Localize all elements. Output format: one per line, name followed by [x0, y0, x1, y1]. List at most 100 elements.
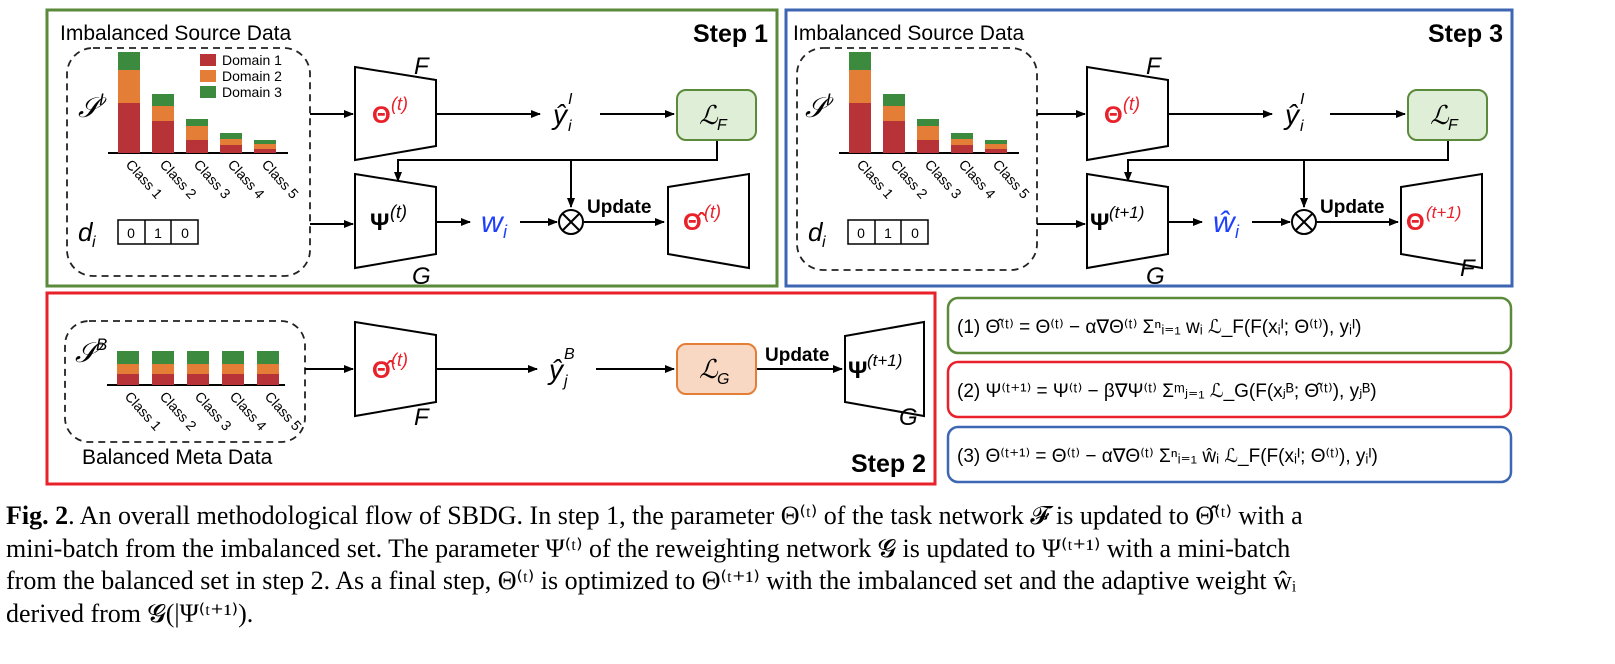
- step2-updated-reweight-network: [844, 320, 925, 418]
- step1-bar-class4-domain2: [220, 139, 242, 145]
- svg-text:(t): (t): [391, 350, 408, 370]
- step2-title: Step 2: [851, 450, 926, 478]
- step3-prediction: ŷ i I: [1283, 91, 1305, 135]
- svg-text:I: I: [826, 90, 831, 109]
- svg-text:Ψ: Ψ: [370, 209, 389, 236]
- svg-text:B: B: [564, 346, 575, 363]
- step3-bar-class5-domain3: [985, 140, 1007, 144]
- step1-bar-class4-domain1: [220, 145, 242, 153]
- equation-1: (1) Θ̂⁽ᵗ⁾ = Θ⁽ᵗ⁾ − α∇Θ⁽ᵗ⁾ Σⁿᵢ₌₁ wᵢ ℒ_F(F…: [957, 317, 1362, 338]
- legend-swatch-domain3: [200, 86, 216, 98]
- step1-bar-class3-domain3: [186, 119, 208, 126]
- step3-onehot: 0 1 0: [847, 219, 929, 245]
- svg-text:Θ̂: Θ̂: [372, 357, 396, 384]
- step3-reweight-net-label: G: [1146, 263, 1165, 290]
- step3-class-label-1: Class 1: [854, 156, 897, 202]
- step3-weight: ŵ i: [1213, 206, 1240, 242]
- legend-domain1: Domain 1: [222, 52, 282, 68]
- step1-bar-class5-domain1: [254, 149, 276, 153]
- step3-bar-class3-domain1: [917, 140, 939, 153]
- step3-class-label-3: Class 3: [922, 156, 965, 202]
- step1-loss-box: [676, 89, 757, 141]
- svg-text:G: G: [717, 371, 729, 388]
- step3-bar-class2-domain2: [883, 106, 905, 121]
- step2-bar-class2-domain3: [152, 351, 174, 364]
- methodology-diagram: Step 1 Imbalanced Source Data 𝒮 I Class …: [45, 8, 1514, 486]
- step2-theta-hat: Θ̂ (t): [372, 350, 408, 384]
- step3-title: Step 3: [1428, 20, 1503, 48]
- svg-text:ℒ: ℒ: [699, 354, 719, 384]
- legend-swatch-domain1: [200, 54, 216, 66]
- step2-class-label-5: Class 5: [262, 388, 305, 434]
- step2-set-symbol: 𝒮 B: [75, 335, 107, 368]
- step2-task-net-label: F: [414, 404, 430, 431]
- svg-text:ŵ: ŵ: [1213, 206, 1237, 239]
- step2-bar-class3-domain2: [187, 364, 209, 374]
- step2-class-label-2: Class 2: [157, 388, 200, 434]
- svg-text:F: F: [717, 117, 728, 134]
- step2-reweight-net-label: G: [899, 404, 918, 431]
- step2-data-box: [64, 320, 306, 443]
- step1-class-label-3: Class 3: [191, 156, 234, 202]
- step3-domain-label: d i: [808, 217, 826, 251]
- step1-update-label: Update: [587, 197, 651, 218]
- svg-text:Θ̂: Θ̂: [683, 209, 707, 236]
- step3-class-label-5: Class 5: [990, 156, 1033, 202]
- svg-text:i: i: [822, 234, 826, 251]
- legend-swatch-domain2: [200, 70, 216, 82]
- equation-1-box: [946, 296, 1513, 355]
- step2-panel: Step 2 Balanced Meta Data 𝒮 B Class 1Cla…: [45, 291, 937, 486]
- svg-text:(t): (t): [704, 202, 721, 222]
- step3-loss-box: [1407, 89, 1488, 141]
- step2-bar-class1-domain2: [117, 364, 139, 374]
- step1-bar-class4-domain3: [220, 133, 242, 139]
- step1-bar-class3-domain2: [186, 126, 208, 140]
- step2-bar-class3-domain3: [187, 351, 209, 364]
- step1-multiply-icon: [558, 209, 584, 235]
- step1-bar-class2-domain1: [152, 121, 174, 153]
- svg-text:(t+1): (t+1): [867, 351, 902, 370]
- step3-theta: Θ (t): [1104, 94, 1140, 129]
- svg-text:ŷ: ŷ: [547, 354, 565, 385]
- step2-update-label: Update: [765, 345, 829, 366]
- svg-text:(t+1): (t+1): [1426, 203, 1461, 222]
- equation-3: (3) Θ⁽ᵗ⁺¹⁾ = Θ⁽ᵗ⁾ − α∇Θ⁽ᵗ⁾ Σⁿᵢ₌₁ ŵᵢ ℒ_F(…: [957, 446, 1378, 467]
- svg-text:i: i: [503, 222, 508, 242]
- svg-text:Θ: Θ: [372, 102, 391, 129]
- step3-bar-class1-domain3: [849, 52, 871, 70]
- svg-text:(t): (t): [390, 202, 407, 222]
- svg-text:1: 1: [884, 225, 892, 241]
- step2-bar-class5-domain3: [257, 351, 279, 364]
- step2-bar-class2-domain2: [152, 364, 174, 374]
- svg-text:I: I: [568, 91, 573, 108]
- step1-updated-task-network: [667, 172, 750, 270]
- step1-task-net-label: F: [414, 53, 430, 80]
- svg-text:Θ: Θ: [1104, 102, 1123, 129]
- step1-reweight-net-label: G: [412, 263, 431, 290]
- step1-bar-class5-domain3: [254, 140, 276, 144]
- svg-text:0: 0: [857, 225, 865, 241]
- equation-2-box: [946, 360, 1513, 419]
- legend-domain2: Domain 2: [222, 68, 282, 84]
- step1-bar-class1-domain1: [118, 103, 140, 153]
- step1-loss: ℒ F: [699, 100, 728, 134]
- caption-line-1: Fig. 2. An overall methodological flow o…: [6, 501, 1303, 530]
- step2-bar-class5-domain1: [257, 374, 279, 385]
- equations-panel: (1) Θ̂⁽ᵗ⁾ = Θ⁽ᵗ⁾ − α∇Θ⁽ᵗ⁾ Σⁿᵢ₌₁ wᵢ ℒ_F(F…: [946, 296, 1513, 484]
- step3-bar-class1-domain2: [849, 70, 871, 103]
- step1-bar-class5-domain2: [254, 144, 276, 149]
- svg-text:i: i: [568, 118, 572, 135]
- svg-text:i: i: [92, 234, 96, 251]
- svg-text:Ψ: Ψ: [1090, 209, 1109, 236]
- step3-theta-new: Θ (t+1): [1406, 203, 1461, 236]
- step1-domain-label: d i: [78, 217, 96, 251]
- step2-bar-class2-domain1: [152, 374, 174, 385]
- caption-line-4: derived from 𝓖(|Ψ⁽ᵗ⁺¹⁾).: [6, 598, 254, 628]
- step1-onehot: 0 1 0: [117, 219, 199, 245]
- step1-bar-class1-domain2: [118, 70, 140, 103]
- step1-bar-class2-domain3: [152, 94, 174, 106]
- step1-bar-class1-domain3: [118, 52, 140, 70]
- svg-text:I: I: [99, 90, 104, 109]
- step3-task-network: [1086, 65, 1169, 162]
